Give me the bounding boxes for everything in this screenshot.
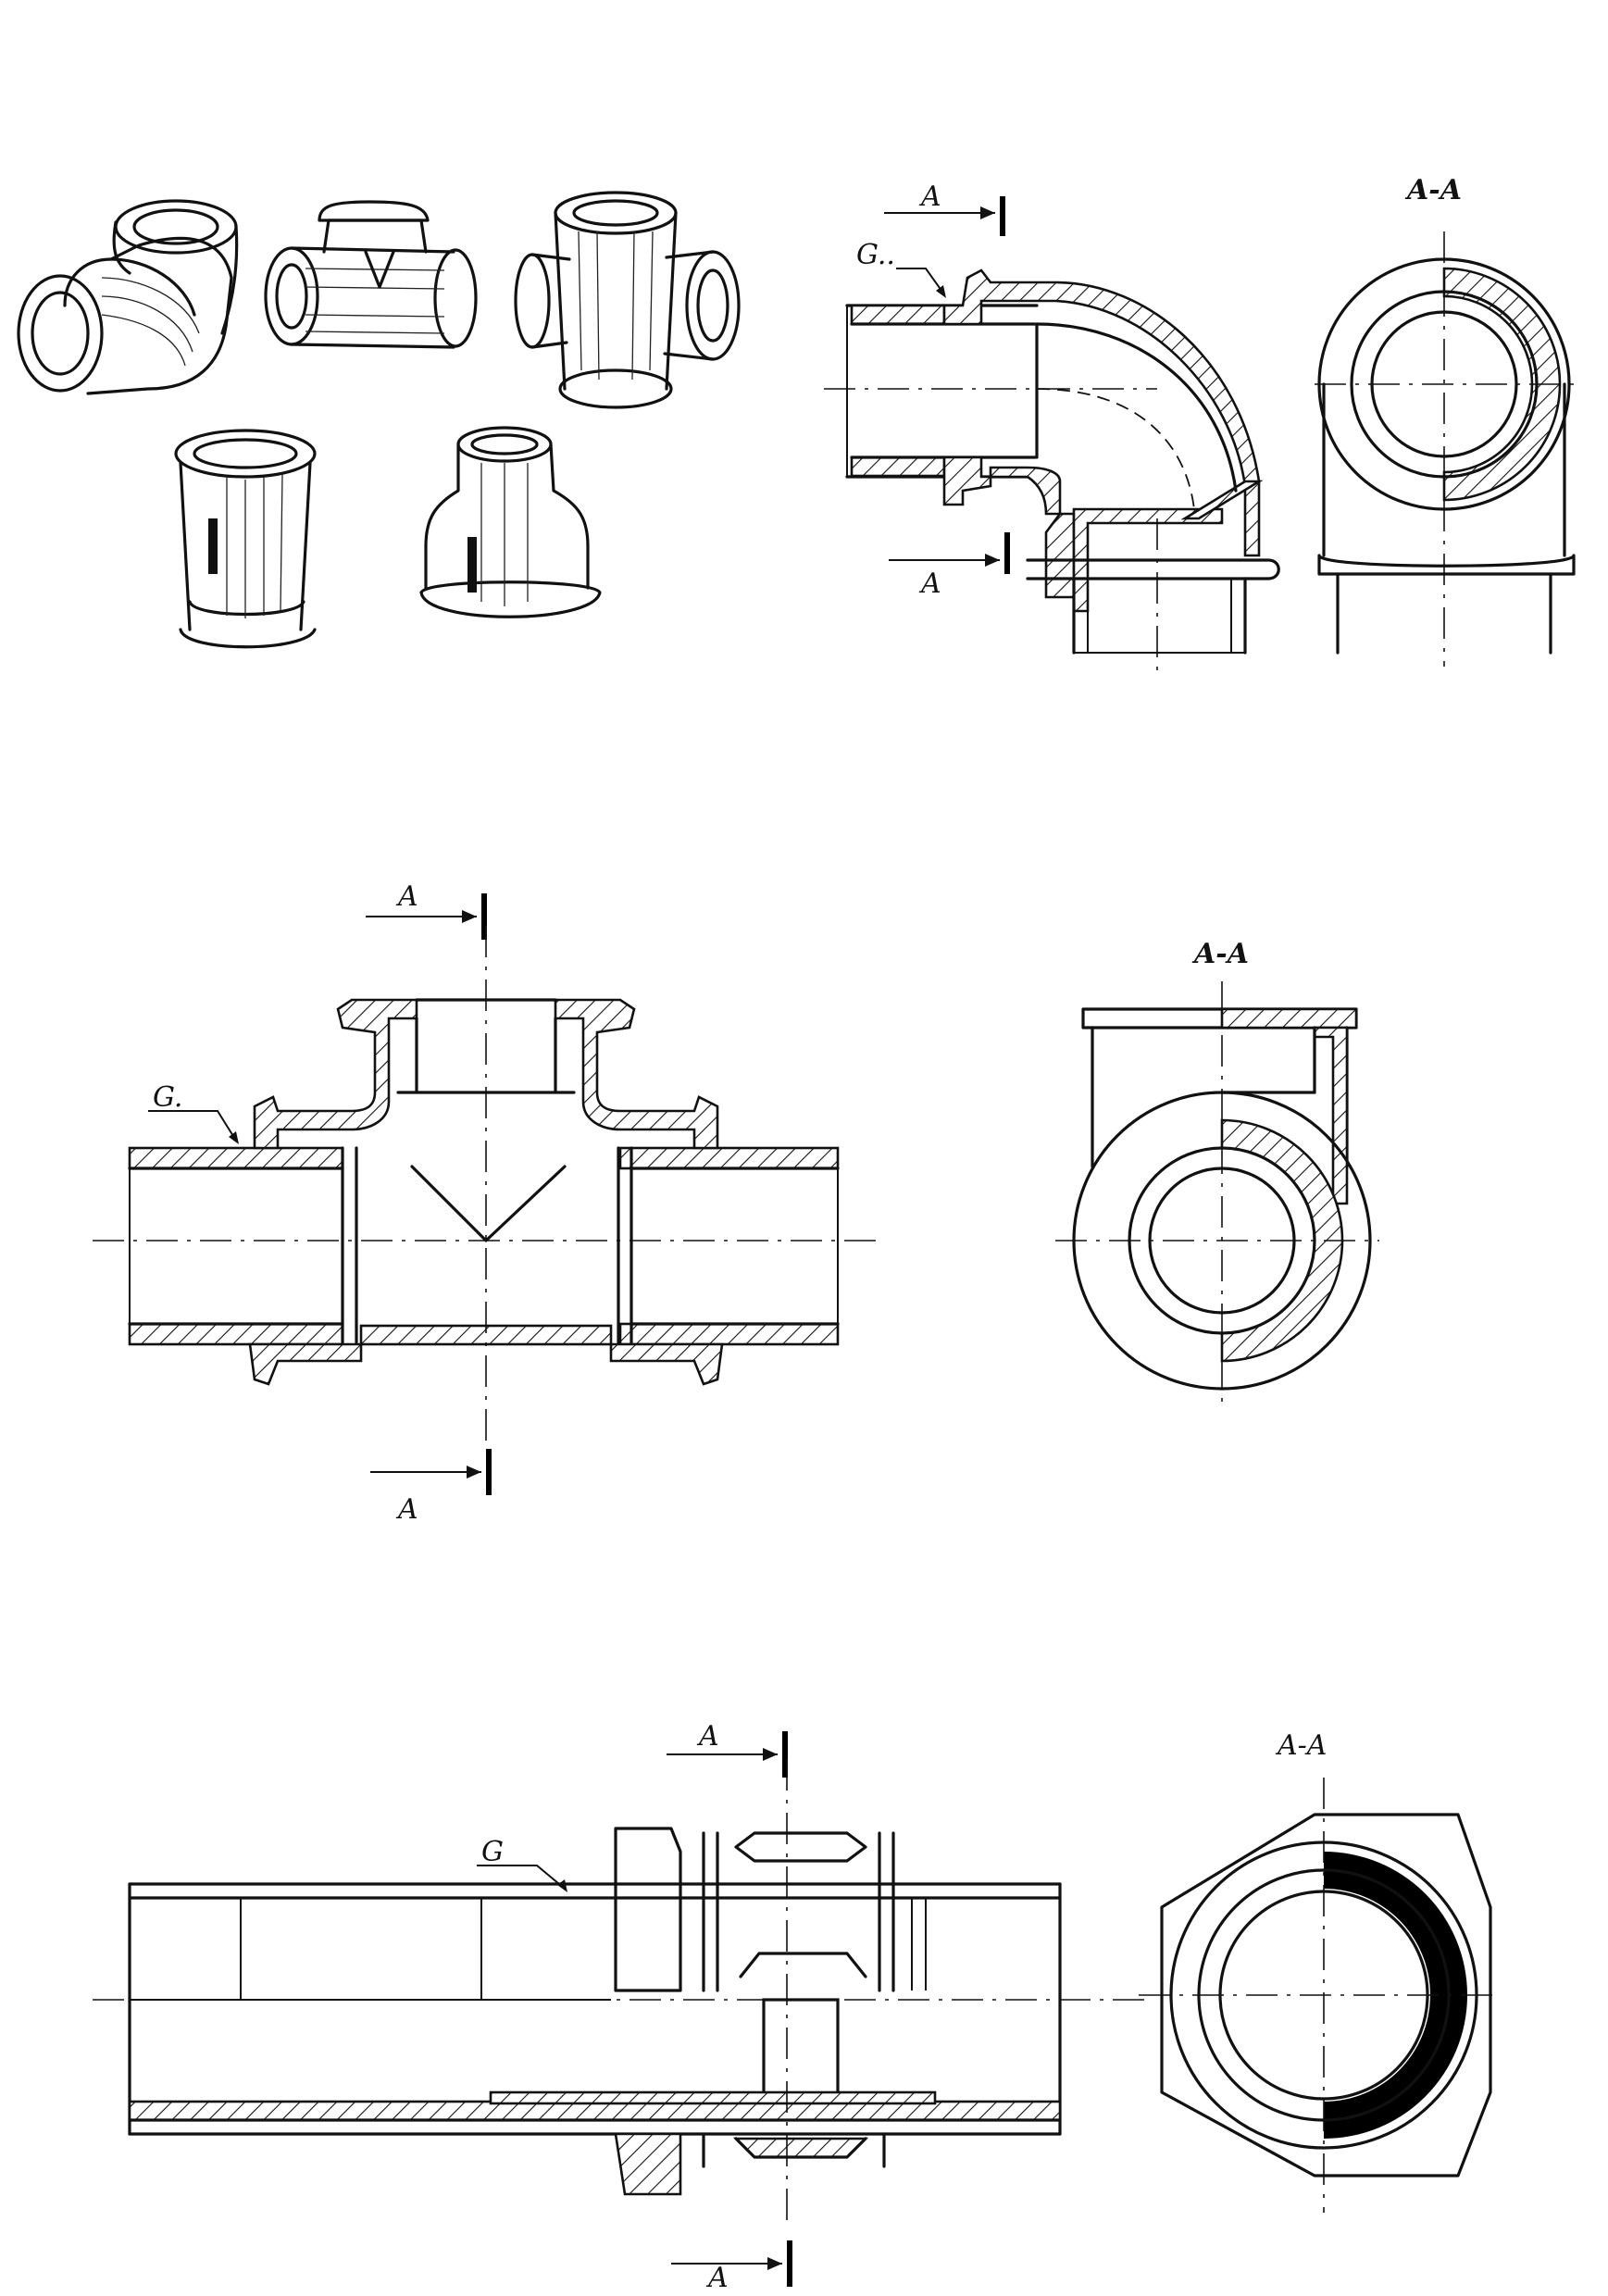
perspective-tee [264,200,478,349]
elbow-aa-title: A-A [1404,174,1462,206]
perspective-reducer [419,426,602,618]
perspective-elbow [17,199,239,395]
union-top-arrow-letter: A [696,1720,719,1753]
tee-top-arrow-letter: A [395,880,418,913]
tee-thread-label: G. [153,1081,182,1114]
perspective-coupling [174,429,317,649]
elbow-bottom-arrow-letter: A [918,568,941,600]
tee-section-drawing: A A G. [93,880,879,1526]
union-thread-label: G [481,1836,504,1868]
union-aa-title: A-A [1275,1729,1327,1762]
union-bottom-arrow-letter: A [705,2262,729,2294]
elbow-top-arrow-letter: A [918,181,941,213]
elbow-thread-label: G.. [856,239,895,271]
tee-bottom-arrow-letter: A [395,1493,418,1526]
union-section-drawing: A A G [93,1720,1148,2294]
union-aa-view: A-A [1139,1729,1500,2213]
elbow-section-drawing: A A G.. [824,181,1280,671]
elbow-aa-view: A-A [1315,174,1583,667]
tee-aa-title: A-A [1191,938,1249,970]
perspective-cross [514,191,741,409]
tee-aa-view: A-A [1055,938,1379,1407]
